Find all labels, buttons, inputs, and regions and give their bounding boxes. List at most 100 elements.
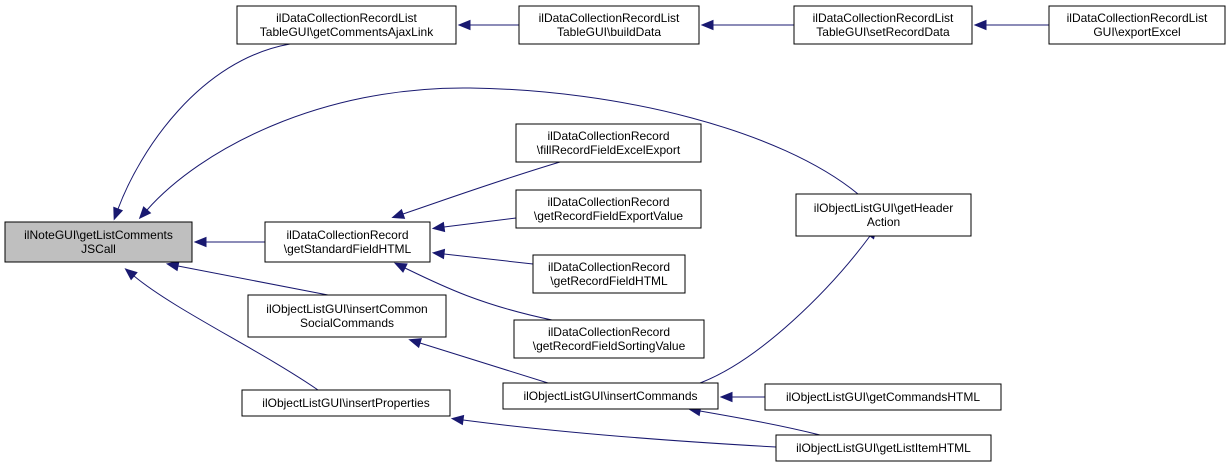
node-box[interactable] (515, 123, 702, 163)
node-label-line: \getRecordFieldExportValue (534, 209, 684, 223)
edge-commands-to-headeraction (699, 226, 878, 384)
node-box[interactable] (795, 193, 972, 237)
arrowhead-icon (165, 260, 180, 272)
node-setrecord[interactable]: ilDataCollectionRecordListTableGUI\setRe… (793, 5, 973, 45)
node-label-line: GUI\exportExcel (1093, 25, 1180, 39)
node-label-line: TableGUI\getCommentsAjaxLink (260, 25, 434, 39)
edge-line (117, 43, 291, 210)
node-commands[interactable]: ilObjectListGUI\insertCommands (502, 382, 719, 410)
arrowhead-icon (973, 19, 987, 31)
node-label-line: ilDataCollectionRecordList (276, 11, 417, 25)
node-box[interactable] (793, 5, 973, 45)
node-fillexcel[interactable]: ilDataCollectionRecord\fillRecordFieldEx… (515, 123, 702, 163)
arrowhead-icon (431, 221, 446, 233)
node-box[interactable] (236, 5, 457, 45)
edge-ajaxlink-to-root (113, 43, 291, 221)
node-box[interactable] (775, 434, 992, 462)
node-box[interactable] (264, 221, 431, 263)
node-label-line: SocialCommands (300, 316, 394, 330)
node-label-line: ilObjectListGUI\getListItemHTML (796, 441, 971, 455)
edge-setrecord-to-builddata (700, 19, 794, 31)
node-box[interactable] (764, 383, 1002, 411)
node-label-line: ilDataCollectionRecord (548, 325, 670, 339)
node-listitem[interactable]: ilObjectListGUI\getListItemHTML (775, 434, 992, 462)
node-label-line: ilObjectListGUI\insertCommon (266, 302, 427, 316)
node-box[interactable] (502, 382, 719, 410)
edge-fillexcel-to-stdfield (391, 161, 561, 219)
node-exportexcel[interactable]: ilDataCollectionRecordListGUI\exportExce… (1048, 5, 1226, 45)
edge-headeraction-to-root (138, 87, 859, 220)
arrowhead-icon (719, 391, 733, 403)
node-box[interactable] (513, 319, 705, 359)
node-ajaxlink[interactable]: ilDataCollectionRecordListTableGUI\getCo… (236, 5, 457, 45)
arrowhead-icon (138, 206, 152, 220)
node-box[interactable] (241, 389, 451, 417)
node-label-line: \fillRecordFieldExcelExport (537, 143, 681, 157)
node-label-line: TableGUI\buildData (557, 25, 661, 39)
node-exportvalue[interactable]: ilDataCollectionRecord\getRecordFieldExp… (515, 189, 702, 229)
node-social[interactable]: ilObjectListGUI\insertCommonSocialComman… (247, 294, 447, 338)
node-label-line: ilDataCollectionRecord (286, 228, 408, 242)
node-label-line: ilObjectListGUI\getHeader (814, 201, 953, 215)
node-label-line: \getRecordFieldHTML (550, 274, 668, 288)
edge-properties-to-root (124, 268, 319, 391)
node-properties[interactable]: ilObjectListGUI\insertProperties (241, 389, 451, 417)
edge-line (462, 419, 777, 448)
node-sortingvalue[interactable]: ilDataCollectionRecord\getRecordFieldSor… (513, 319, 705, 359)
node-label-line: ilNoteGUI\getListComments (24, 228, 173, 242)
arrowhead-icon (193, 236, 207, 248)
node-label-line: ilDataCollectionRecordList (1067, 11, 1208, 25)
node-label-line: ilDataCollectionRecordList (539, 11, 680, 25)
node-box[interactable] (247, 294, 447, 338)
node-label-line: ilObjectListGUI\getCommandsHTML (786, 390, 980, 404)
node-label-line: \getRecordFieldSortingValue (533, 339, 686, 353)
node-box[interactable] (4, 221, 193, 263)
arrowhead-icon (450, 414, 465, 426)
node-box[interactable] (515, 189, 702, 229)
arrowhead-icon (457, 19, 471, 31)
edge-fieldhtml-to-stdfield (431, 248, 534, 265)
node-box[interactable] (518, 5, 700, 45)
node-builddata[interactable]: ilDataCollectionRecordListTableGUI\build… (518, 5, 700, 45)
node-label-line: \getStandardFieldHTML (284, 242, 412, 256)
node-label-line: ilDataCollectionRecord (548, 260, 670, 274)
edge-line (699, 235, 871, 384)
edge-stdfield-to-root (193, 236, 265, 248)
node-label-line: JSCall (81, 242, 116, 256)
edge-line (177, 265, 329, 296)
edge-line (443, 217, 517, 228)
node-stdfield[interactable]: ilDataCollectionRecord\getStandardFieldH… (264, 221, 431, 263)
edge-sortingvalue-to-stdfield (393, 262, 553, 321)
arrowhead-icon (408, 338, 422, 349)
arrowhead-icon (431, 248, 446, 260)
node-label-line: ilObjectListGUI\insertCommands (523, 389, 697, 403)
node-label-line: ilDataCollectionRecord (547, 129, 669, 143)
edge-line (402, 161, 561, 215)
edge-commands-to-social (408, 338, 549, 384)
edge-builddata-to-ajaxlink (457, 19, 519, 31)
edge-commandshtml-to-commands (719, 391, 765, 403)
edge-line (699, 410, 821, 436)
edge-line (133, 275, 319, 391)
edge-line (404, 267, 553, 321)
arrowhead-icon (113, 206, 124, 221)
arrowhead-icon (124, 268, 138, 281)
node-fieldhtml[interactable]: ilDataCollectionRecord\getRecordFieldHTM… (532, 254, 686, 294)
arrowhead-icon (700, 19, 714, 31)
node-commandshtml[interactable]: ilObjectListGUI\getCommandsHTML (764, 383, 1002, 411)
edge-exportexcel-to-setrecord (973, 19, 1049, 31)
node-box[interactable] (1048, 5, 1226, 45)
node-label-line: ilDataCollectionRecord (547, 195, 669, 209)
node-box[interactable] (532, 254, 686, 294)
node-label-line: TableGUI\setRecordData (816, 25, 950, 39)
edge-line (419, 342, 549, 384)
edge-line (146, 87, 859, 211)
edge-social-to-root (165, 260, 329, 296)
edge-listitem-to-commands (687, 405, 821, 436)
edge-exportvalue-to-stdfield (431, 217, 517, 233)
node-label-line: ilObjectListGUI\insertProperties (262, 396, 429, 410)
